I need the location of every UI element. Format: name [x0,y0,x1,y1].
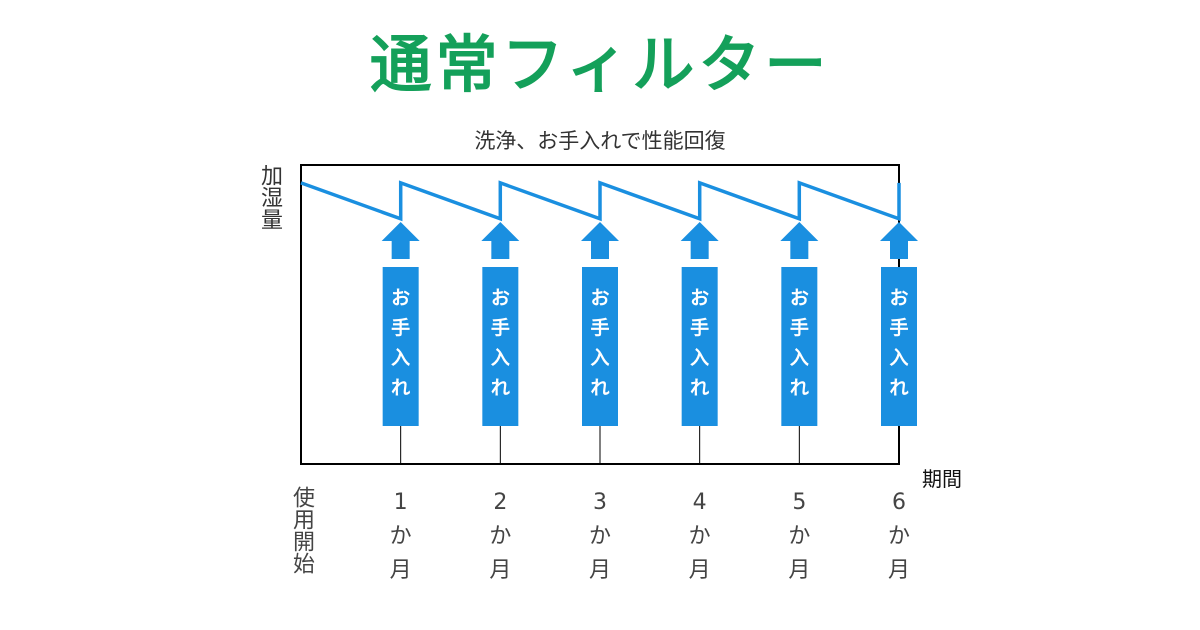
care-arrow-6 [880,222,918,259]
x-tick-label-month-3: 3 か月 [580,486,620,588]
care-label-char: れ [790,377,809,399]
care-box-2 [482,267,519,426]
x-tick-label-part: か [588,524,611,549]
x-tick-label-part: 5 [792,490,807,515]
care-label-char: 入 [790,347,809,369]
care-label-char: れ [690,377,709,399]
x-tick-label-part: 月 [588,558,611,583]
x-tick-label-part: 1 [393,490,408,515]
care-label-char: お [391,287,410,309]
x-tick-label-month-2: 2 か月 [480,486,520,588]
x-tick-label-part: 月 [389,558,412,583]
care-label-char: 手 [491,316,510,339]
care-label-char: 入 [491,347,510,369]
care-label-char: 手 [391,316,410,339]
x-axis-label: 期間 [922,467,962,491]
x-tick-label-part: 月 [887,558,910,583]
x-tick-label-part: か [887,524,910,549]
care-arrow-2 [481,222,520,259]
x-tick-label-part: か [788,524,811,549]
care-label-char: お [690,287,709,309]
x-tick-label-part: 月 [788,558,811,583]
x-tick-label-month-1: 1 か月 [381,486,421,588]
care-label-char: 入 [391,347,410,369]
care-label-char: 入 [590,347,609,369]
care-arrow-3 [581,222,619,259]
care-label-char: お [491,287,510,309]
x-tick-label-part: 4 [692,490,707,515]
care-label-char: 手 [690,316,709,339]
x-tick-label-month-5: 5 か月 [779,486,819,588]
care-box-3 [582,267,618,426]
x-tick-label-month-4: 4 か月 [680,486,720,588]
y-axis-label: 加湿量 [257,164,282,230]
page-title: 通常フィルター [369,28,831,101]
care-box-6 [881,267,917,426]
care-box-1 [382,267,419,426]
care-label-char: 手 [889,316,908,339]
care-label-char: れ [491,377,510,399]
x-tick-label-part: 6 [892,490,906,515]
care-arrow-1 [381,222,420,259]
x-tick-label-part: 月 [688,558,711,583]
x-tick-label-month-6: 6 か月 [879,486,919,588]
x-tick-label-part: 2 [493,490,508,515]
care-label-char: お [889,287,908,309]
care-arrow-5 [780,222,819,259]
care-label-char: お [590,287,609,309]
x-tick-label-part: か [688,524,711,549]
care-label-char: お [790,287,809,309]
care-label-char: 入 [889,347,908,369]
care-label-char: 入 [690,347,709,369]
care-box-4 [681,267,718,426]
care-label-char: 手 [590,316,609,339]
chart-subtitle: 洗浄、お手入れで性能回復 [474,129,726,153]
care-label-char: れ [391,377,410,399]
care-label-char: 手 [790,316,809,339]
care-label-char: れ [590,377,609,399]
care-label-char: れ [889,377,908,399]
x-tick-label-part: か [389,524,412,549]
care-box-5 [781,267,818,426]
humidification-line [300,180,901,222]
x-tick-label-part: 3 [593,490,607,515]
x-tick-label-start: 使用開始 [289,486,314,574]
x-tick-label-part: か [489,524,512,549]
x-tick-label-part: 月 [489,558,512,583]
care-arrow-4 [680,222,719,259]
